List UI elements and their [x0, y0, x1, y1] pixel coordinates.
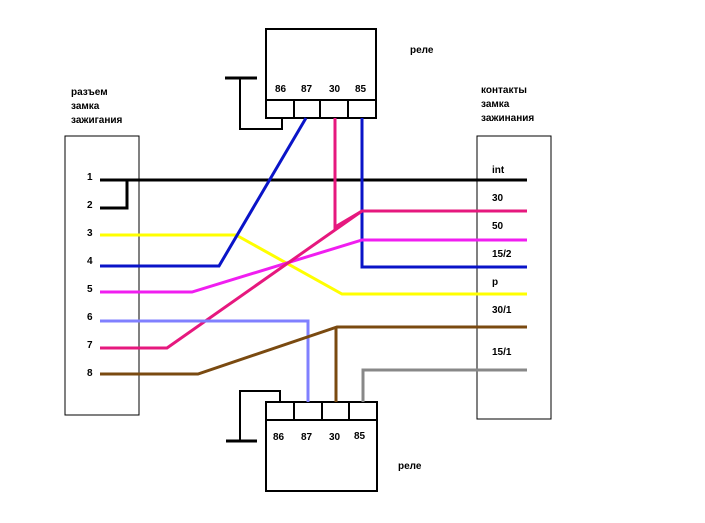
left-pin-4: 4	[87, 256, 93, 267]
wire-yellow	[100, 233, 527, 296]
right-connector-title-1: контакты	[481, 85, 527, 96]
relay-bottom-pin-87: 87	[301, 432, 313, 443]
right-pin-50: 50	[492, 221, 504, 232]
relay-bottom-terminals	[265, 401, 378, 421]
right-pin-30: 30	[492, 193, 504, 204]
left-connector-box	[64, 135, 140, 416]
relay-bottom-pin-30: 30	[329, 432, 341, 443]
right-pin-int: int	[492, 165, 505, 176]
wire-violet	[100, 238, 527, 294]
right-pin-15-1: 15/1	[492, 347, 512, 358]
left-pin-1: 1	[87, 172, 93, 183]
relay-top-pin-30: 30	[329, 84, 341, 95]
left-pin-6: 6	[87, 312, 93, 323]
left-connector-title-3: зажигания	[71, 115, 123, 126]
relay-top-pin-86: 86	[275, 84, 287, 95]
left-pin-2: 2	[87, 200, 93, 211]
relay-top-terminals	[265, 99, 377, 119]
relay-bottom-label: реле	[398, 461, 422, 472]
right-pin-15-2: 15/2	[492, 249, 512, 260]
left-pin-8: 8	[87, 368, 93, 379]
wire-magenta-30	[333, 118, 363, 230]
relay-top-pin-87: 87	[301, 84, 313, 95]
left-pin-5: 5	[87, 284, 93, 295]
wire-magenta-pin7	[100, 209, 527, 350]
relay-bottom-pin-85: 85	[354, 431, 366, 442]
wire-blue-85	[360, 118, 527, 269]
left-connector-title-2: замка	[71, 101, 100, 112]
wire-light-blue	[100, 319, 310, 402]
left-pin-7: 7	[87, 340, 93, 351]
relay-top-label: реле	[410, 45, 434, 56]
wire-black-pin2	[100, 180, 129, 210]
right-connector-title-3: зажинания	[481, 113, 534, 124]
wire-blue-pin4	[100, 117, 308, 268]
right-connector-title-2: замка	[481, 99, 510, 110]
relay-top-pin-85: 85	[355, 84, 367, 95]
relay-top-ground	[239, 78, 283, 130]
wire-gray	[361, 368, 527, 402]
right-pin-p: p	[492, 277, 498, 288]
relay-bottom-ground	[239, 390, 281, 441]
left-connector-title-1: разъем	[71, 87, 108, 98]
right-connector-box	[476, 135, 552, 420]
wire-brown	[100, 325, 527, 376]
left-pin-3: 3	[87, 228, 93, 239]
right-pin-30-1: 30/1	[492, 305, 512, 316]
relay-bottom-pin-86: 86	[273, 432, 285, 443]
